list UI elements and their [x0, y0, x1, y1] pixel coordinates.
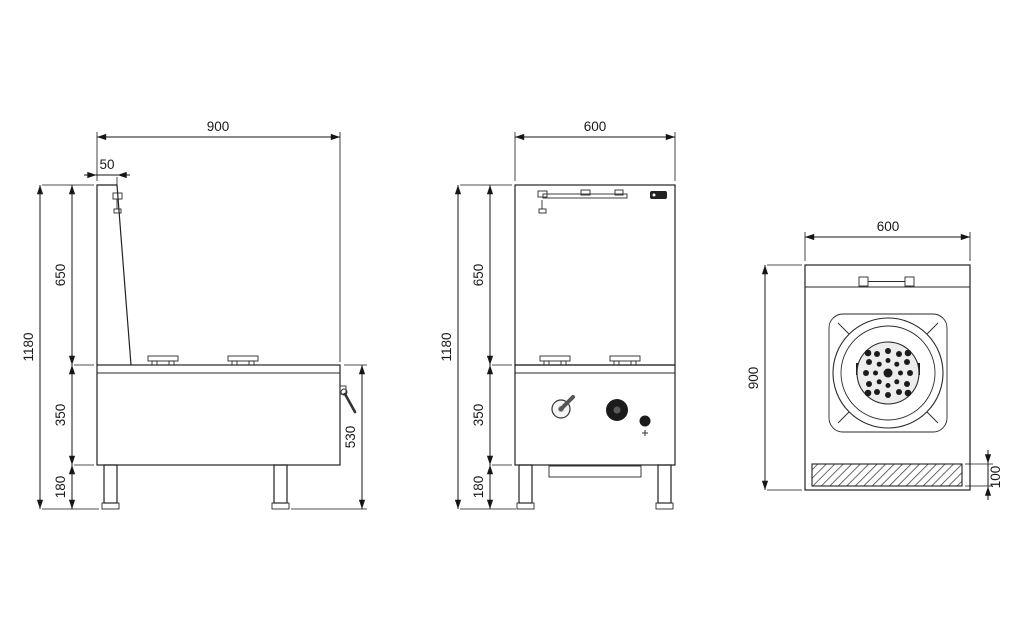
- pilot-valve-knob: [551, 395, 575, 419]
- front-view-dimensions: 600 1180 650 350 180: [439, 119, 676, 510]
- dim-side-total-height: 1180: [21, 332, 36, 361]
- dim-front-top-width: 600: [584, 119, 607, 134]
- brand-logo: [650, 191, 667, 199]
- top-view-drain-channel: [811, 463, 963, 487]
- side-view-body: [96, 364, 341, 466]
- main-control-knob: [606, 399, 628, 421]
- dim-top-width: 600: [877, 219, 900, 234]
- side-view-burner-profiles: [147, 355, 259, 366]
- side-view-gas-valve-lever: [339, 385, 357, 414]
- dim-side-body-height: 350: [53, 404, 68, 427]
- dim-front-body-height: 350: [471, 404, 486, 427]
- dim-front-leg-height: 180: [471, 476, 486, 499]
- dim-top-drain-depth: 100: [988, 466, 1003, 489]
- dim-front-splash-height: 650: [471, 264, 486, 287]
- front-view-controls: [551, 395, 651, 436]
- dim-side-top-width: 900: [207, 119, 230, 134]
- side-view-dimensions: 900 50 1180 650 350 180: [21, 119, 367, 510]
- side-view-legs: [101, 464, 290, 510]
- top-view-pipe-mounts: [858, 276, 915, 287]
- side-view: 900 50 1180 650 350 180: [21, 119, 367, 510]
- dim-side-splash-height: 650: [53, 264, 68, 287]
- dim-side-splash-offset: 50: [99, 157, 114, 172]
- side-view-faucet: [112, 192, 123, 214]
- front-view: 600 1180 650 350 180: [439, 119, 676, 510]
- front-view-body: [514, 364, 676, 478]
- burner-jets: [863, 348, 913, 398]
- front-view-burner-profiles: [539, 355, 641, 366]
- top-view: 600 900 100: [746, 219, 1003, 500]
- dim-side-leg-height: 180: [53, 476, 68, 499]
- side-view-backsplash: [96, 184, 132, 366]
- front-view-legs: [516, 464, 674, 510]
- front-view-water-pipe: [537, 189, 628, 214]
- dim-front-total-height: 1180: [439, 332, 454, 361]
- top-view-burner-head: [856, 341, 920, 405]
- top-view-dimensions: 600 900 100: [746, 219, 1003, 500]
- dim-side-worktop-height: 530: [343, 426, 358, 449]
- top-view-outline: [804, 264, 971, 491]
- ignition-button: [639, 415, 651, 436]
- dim-top-depth: 900: [746, 367, 761, 390]
